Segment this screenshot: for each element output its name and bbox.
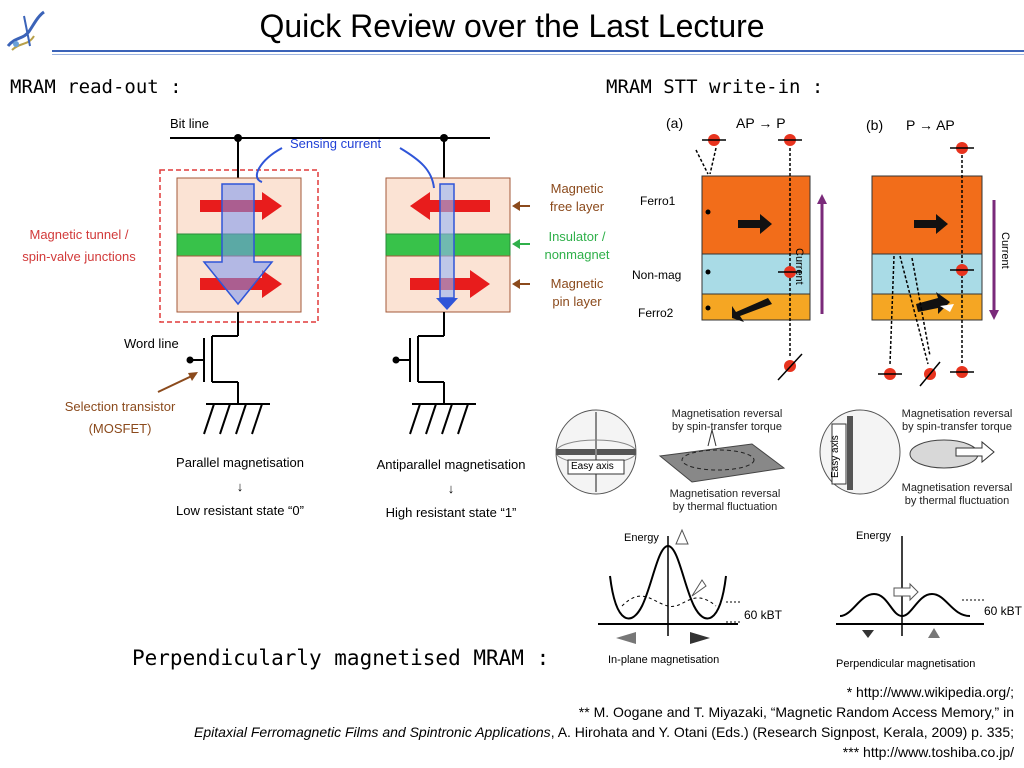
panel-b-title: P → AP xyxy=(906,117,955,133)
word-line-label: Word line xyxy=(124,336,179,351)
easy-axis-label-2: Easy axis xyxy=(830,435,841,478)
university-logo xyxy=(6,10,45,51)
thermal-reversal-label-2: Magnetisation reversal by thermal fluctu… xyxy=(901,482,1013,507)
current-label-b: Current xyxy=(999,232,1011,269)
references: * http://www.wikipedia.org/; ** M. Oogan… xyxy=(194,684,1014,760)
easy-axis-label-1: Easy axis xyxy=(571,461,614,472)
stt-reversal-label-1: Magnetisation reversal by spin-transfer … xyxy=(671,408,783,433)
energy-diagram xyxy=(598,528,984,644)
tunnel-junction-label: Magnetic tunnel / spin-valve junctions xyxy=(22,227,136,264)
perpendicular-label: Perpendicular magnetisation xyxy=(836,658,976,670)
perpendicular-heading: Perpendicularly magnetised MRAM : xyxy=(132,646,550,670)
bit-line-label: Bit line xyxy=(170,116,210,131)
ferro1-label: Ferro1 xyxy=(640,194,676,208)
selection-transistor-label: Selection transistor (MOSFET) xyxy=(64,399,176,436)
readout-heading: MRAM read-out : xyxy=(10,76,182,98)
panel-b-label: (b) xyxy=(866,117,884,133)
stt-heading: MRAM STT write-in : xyxy=(606,76,824,98)
panel-a-title: AP → P xyxy=(736,115,786,131)
insulator-label: Insulator / nonmagnet xyxy=(544,229,610,262)
panel-a-label: (a) xyxy=(666,115,684,131)
nonmag-label: Non-mag xyxy=(632,268,682,282)
antiparallel-state: Antiparallel magnetisation ↓ High resist… xyxy=(376,457,526,520)
inplane-label: In-plane magnetisation xyxy=(608,654,720,666)
energy-label-1: Energy xyxy=(624,532,659,544)
ferro2-label: Ferro2 xyxy=(638,306,674,320)
stt-reversal-label-2: Magnetisation reversal by spin-transfer … xyxy=(901,408,1013,433)
sensing-current-label: Sensing current xyxy=(290,136,382,151)
free-layer-label: Magnetic free layer xyxy=(549,181,605,214)
sensing-current-arrow xyxy=(202,183,274,306)
readout-diagram xyxy=(157,134,530,435)
page-title: Quick Review over the Last Lecture xyxy=(259,8,765,44)
barrier-label-1: 60 kBT xyxy=(744,608,783,622)
energy-label-2: Energy xyxy=(856,530,891,542)
current-label-a: Current xyxy=(793,248,805,285)
barrier-label-2: 60 kBT xyxy=(984,604,1023,618)
pin-layer-label: Magnetic pin layer xyxy=(550,276,604,309)
stt-write-diagram xyxy=(695,134,999,387)
reversal-diagram xyxy=(555,409,995,495)
thermal-reversal-label-1: Magnetisation reversal by thermal fluctu… xyxy=(669,488,781,513)
title-rule xyxy=(52,50,1024,52)
title-rule-thin xyxy=(52,54,1024,55)
parallel-state: Parallel magnetisation ↓ Low resistant s… xyxy=(176,455,304,518)
